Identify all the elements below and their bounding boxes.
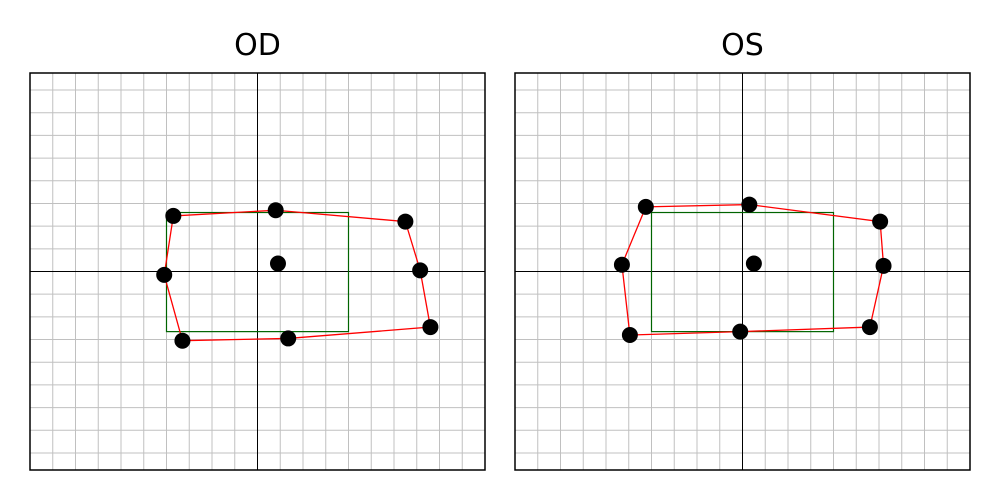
data-point-2 [397,213,414,230]
data-point-4 [861,319,878,336]
data-point-3 [875,257,892,274]
data-point-3 [412,262,429,279]
data-point-4 [422,319,439,336]
data-point-7 [156,266,173,283]
plot-frame [29,72,486,471]
boundary-polygon [163,209,432,342]
chart-title: OS [721,28,764,63]
data-point-8 [745,255,762,272]
data-point-5 [280,330,297,347]
data-point-6 [621,327,638,344]
data-point-0 [165,207,182,224]
data-point-5 [732,323,749,340]
chart-panel-1: OS [514,28,971,471]
data-point-6 [174,332,191,349]
data-point-1 [267,202,284,219]
data-point-0 [637,198,654,215]
data-point-7 [613,256,630,273]
plot-frame [514,72,971,471]
chart-title: OD [234,28,281,63]
data-point-8 [269,255,286,272]
data-point-1 [741,196,758,213]
chart-panel-0: OD [29,28,486,471]
data-point-2 [872,213,889,230]
